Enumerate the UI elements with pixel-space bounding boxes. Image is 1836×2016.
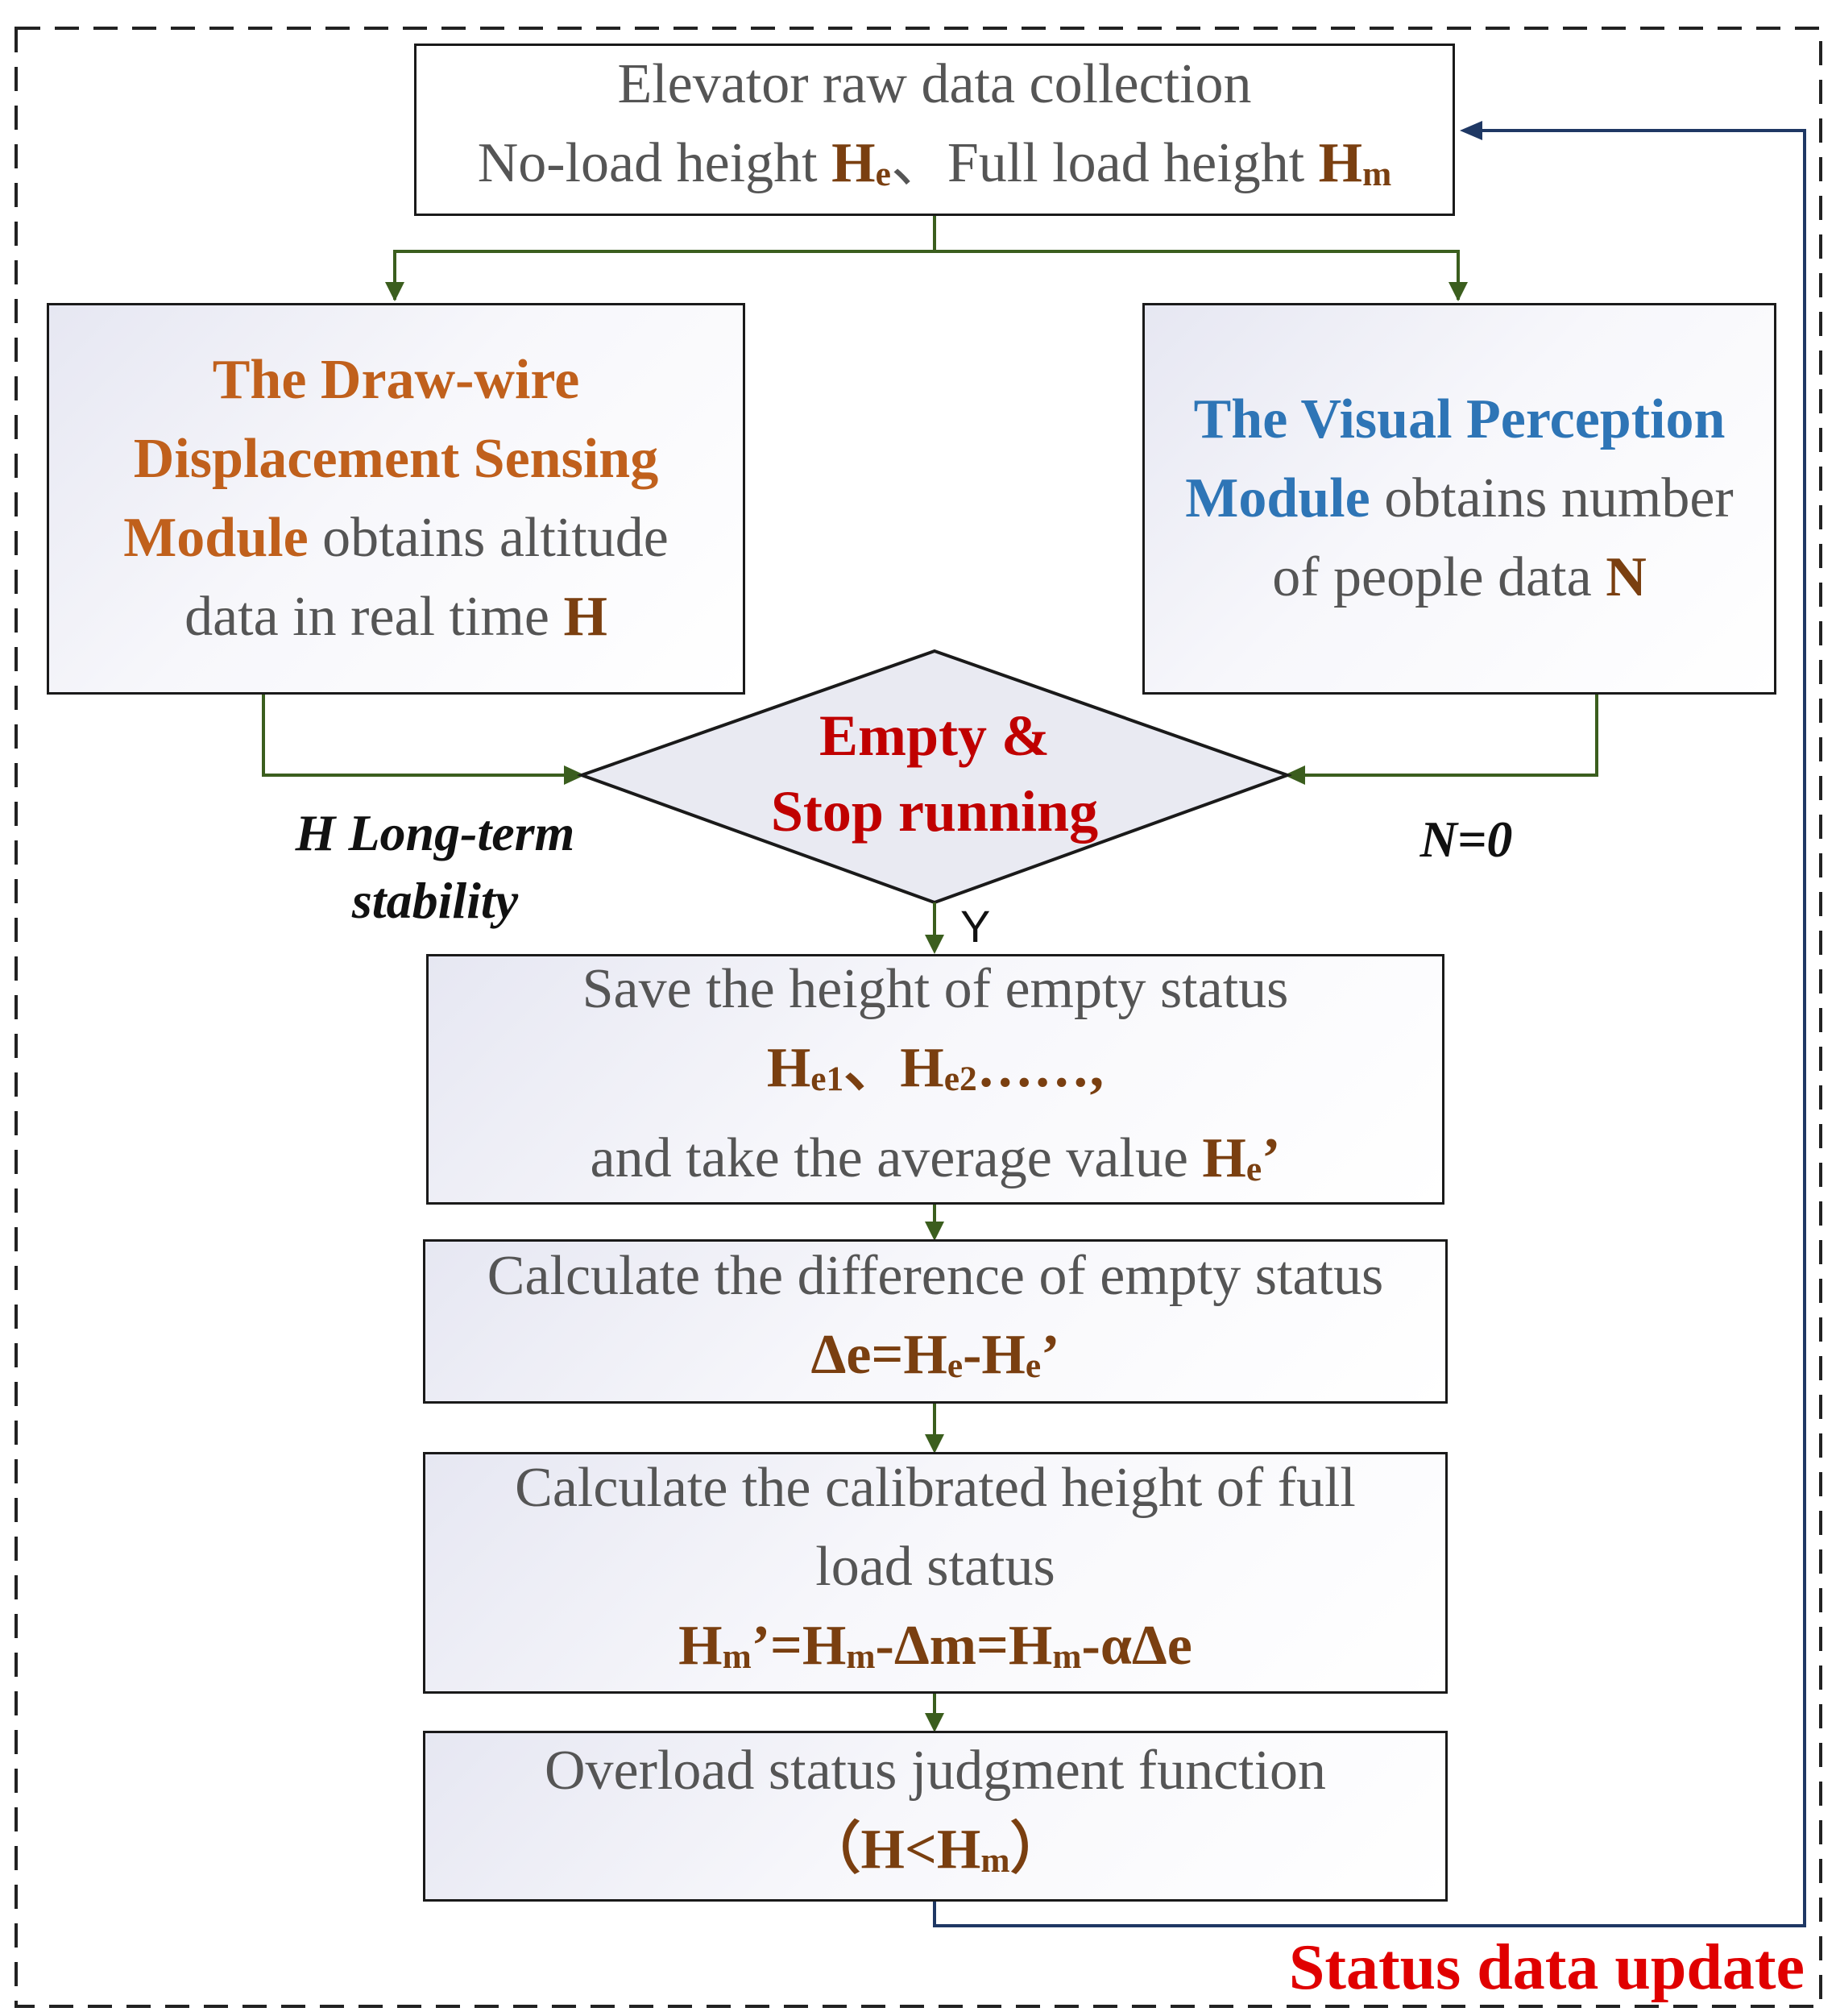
overload-line1: Overload status judgment function <box>544 1740 1327 1802</box>
decision-line2: Stop running <box>770 779 1099 844</box>
difference-equation: Δe=He-He’ <box>810 1324 1060 1387</box>
arrowhead-loop <box>1460 121 1482 140</box>
arrowhead-right-module <box>1448 282 1468 301</box>
draw-wire-line3: Module obtains altitude <box>123 507 669 569</box>
calibrated-line1: Calculate the calibrated height of full <box>515 1457 1356 1520</box>
arrowhead-decision-left <box>564 765 585 785</box>
left-condition-label: H Long-term stability <box>295 804 575 929</box>
decision-label: Empty & Stop running <box>693 693 1176 854</box>
save-empty-height-box: Save the height of empty status He1、He2…… <box>426 954 1444 1205</box>
right-condition-label: N=0 <box>1419 811 1513 868</box>
status-update-label: Status data update <box>1288 1932 1805 2003</box>
draw-wire-title-line2: Displacement Sensing <box>133 428 659 490</box>
visual-title-line1: The Visual Perception <box>1193 388 1726 450</box>
difference-line1: Calculate the difference of empty status <box>487 1245 1384 1308</box>
draw-wire-title-line1: The Draw-wire <box>212 349 580 411</box>
save-empty-heights: He1、He2……, <box>766 1037 1105 1100</box>
calibrated-equation: Hm’=Hm-Δm=Hm-αΔe <box>678 1615 1192 1678</box>
calibrated-line2: load status <box>815 1536 1055 1599</box>
visual-line3: of people data N <box>1272 546 1647 608</box>
save-line1: Save the height of empty status <box>582 958 1289 1021</box>
status-update-loop <box>933 129 1806 1927</box>
decision-line1: Empty & <box>819 703 1050 768</box>
save-line3: and take the average value He’ <box>590 1126 1281 1189</box>
arrowhead-left-module <box>385 282 404 301</box>
visual-line2: Module obtains number <box>1185 467 1734 529</box>
calibrated-height-box: Calculate the calibrated height of full … <box>423 1452 1448 1694</box>
draw-wire-line4: data in real time H <box>184 586 607 648</box>
draw-wire-to-decision-connector <box>262 695 572 777</box>
arrowhead-save <box>925 935 944 954</box>
overload-judgment-box: Overload status judgment function （H<Hm） <box>423 1731 1448 1902</box>
outer-dashed-frame <box>15 27 1822 2008</box>
draw-wire-module-box: The Draw-wire Displacement Sensing Modul… <box>47 303 745 695</box>
arrowhead-difference <box>925 1222 944 1241</box>
arrowhead-decision-right <box>1284 765 1305 785</box>
collection-heights: No-load height He、Full load height Hm <box>477 132 1392 195</box>
no-load-height-var: He <box>831 132 891 195</box>
overload-equation: （H<Hm） <box>804 1819 1067 1881</box>
full-load-height-var: Hm <box>1318 132 1392 195</box>
visual-perception-module-box: The Visual Perception Module obtains num… <box>1142 303 1776 695</box>
collection-title: Elevator raw data collection <box>617 53 1252 116</box>
difference-box: Calculate the difference of empty status… <box>423 1239 1448 1404</box>
split-connector-right <box>935 250 1460 300</box>
arrowhead-calibrated <box>925 1434 944 1454</box>
raw-data-collection-box: Elevator raw data collection No-load hei… <box>414 44 1455 216</box>
people-count-var: N <box>1606 546 1647 608</box>
arrowhead-overload <box>925 1713 944 1732</box>
altitude-var: H <box>563 586 607 648</box>
split-connector <box>391 216 936 301</box>
average-height-var: He’ <box>1202 1126 1281 1189</box>
visual-to-decision-connector <box>1297 695 1598 777</box>
yes-label: Y <box>960 901 991 952</box>
